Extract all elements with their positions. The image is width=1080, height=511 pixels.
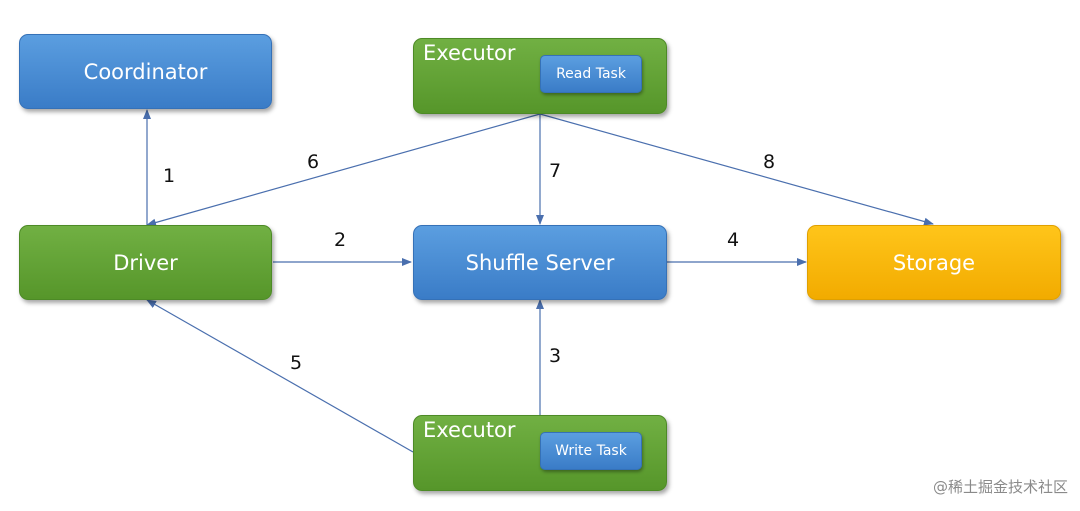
edge-5-arrow <box>146 299 414 453</box>
driver-node: Driver <box>19 225 272 300</box>
edge-label-2: 2 <box>333 229 347 251</box>
write-task-label: Write Task <box>555 443 627 459</box>
executor-write-label: Executor <box>423 418 516 442</box>
edge-6-arrow <box>146 113 541 227</box>
edge-label-8: 8 <box>762 151 776 173</box>
executor-read-label: Executor <box>423 41 516 65</box>
edge-label-5: 5 <box>289 352 303 374</box>
driver-label: Driver <box>113 250 178 275</box>
edge-label-4: 4 <box>726 229 740 251</box>
edge-8-arrow <box>539 113 934 226</box>
storage-node: Storage <box>807 225 1061 300</box>
shuffle-server-node: Shuffle Server <box>413 225 667 300</box>
storage-label: Storage <box>892 250 976 275</box>
edge-label-1: 1 <box>162 165 176 187</box>
write-task-box: Write Task <box>540 432 642 470</box>
read-task-label: Read Task <box>556 66 626 82</box>
executor-read-node: Executor Read Task <box>413 38 667 114</box>
coordinator-label: Coordinator <box>83 59 208 84</box>
watermark-text: @稀土掘金技术社区 <box>932 478 1068 496</box>
shuffle-server-label: Shuffle Server <box>465 250 615 275</box>
executor-write-node: Executor Write Task <box>413 415 667 491</box>
edge-label-7: 7 <box>548 160 562 182</box>
edge-label-6: 6 <box>306 151 320 173</box>
coordinator-node: Coordinator <box>19 34 272 109</box>
read-task-box: Read Task <box>540 55 642 93</box>
edge-label-3: 3 <box>548 345 562 367</box>
